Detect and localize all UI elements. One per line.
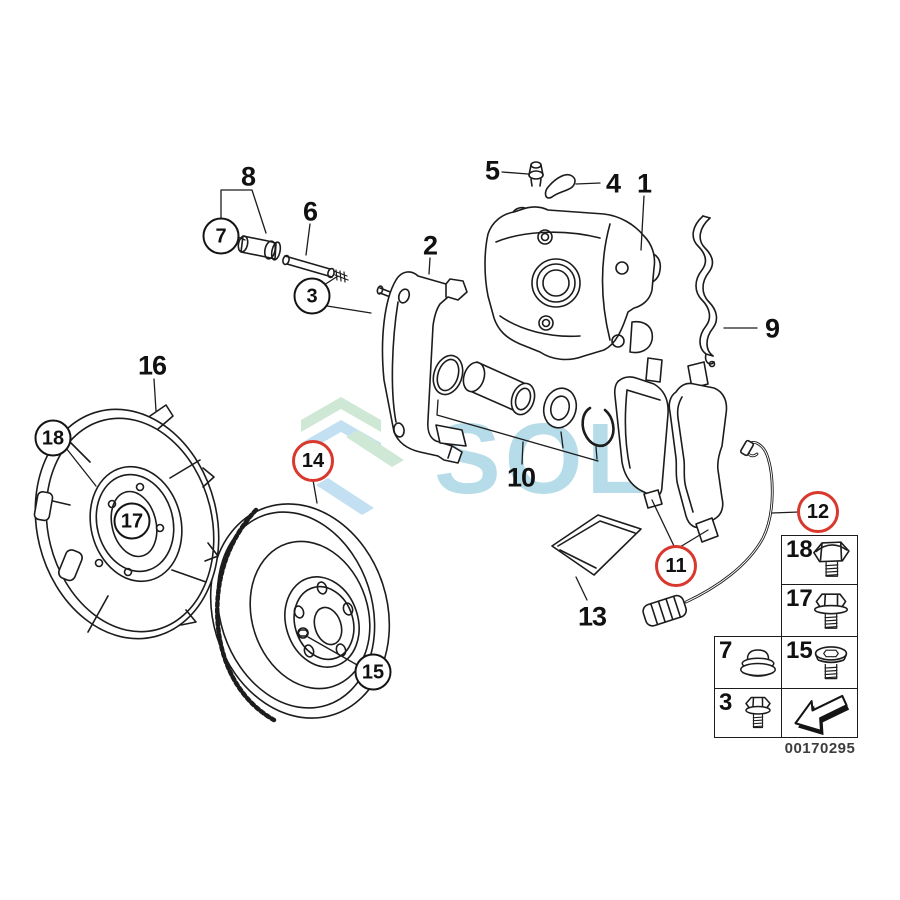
leader-lines <box>65 171 800 667</box>
callout-11: 11 <box>655 545 697 587</box>
dome-hex-bolt-icon <box>813 541 850 577</box>
guide-bushing-drawing <box>237 235 282 261</box>
small-hex-bolt-icon <box>744 696 771 729</box>
callout-17: 17 <box>113 502 151 540</box>
hex-flange-bolt-icon <box>813 592 849 629</box>
callout-7: 7 <box>202 217 240 255</box>
wear-sensor-drawing <box>642 439 774 627</box>
callout-15: 15 <box>354 653 392 691</box>
callout-10: 10 <box>506 462 536 493</box>
grease-packet-drawing <box>551 514 642 576</box>
legend-label-7: 7 <box>719 637 733 664</box>
watermark: SOL <box>301 397 648 515</box>
direction-arrow-icon <box>794 694 850 736</box>
brake-pads-drawing <box>613 357 728 543</box>
hub-bolt-drawing <box>297 627 309 639</box>
callout-8: 8 <box>240 161 256 192</box>
legend-cell-7: 7 <box>714 636 783 690</box>
grommet-plug-icon <box>739 648 776 677</box>
legend-label-18: 18 <box>786 536 813 563</box>
legend-label-17: 17 <box>786 584 813 612</box>
legend-cell-3: 3 <box>714 688 783 738</box>
retaining-clip-drawing <box>544 173 576 199</box>
legend-cell-arrow <box>781 688 858 738</box>
callout-18: 18 <box>34 419 72 457</box>
caliper-carrier-drawing <box>381 271 468 464</box>
callout-3: 3 <box>293 277 331 315</box>
legend-cell-18: 18 <box>781 535 858 585</box>
brake-disc-drawing <box>209 503 391 723</box>
callout-6: 6 <box>302 196 318 227</box>
callout-5: 5 <box>484 155 500 186</box>
legend-cell-15: 15 <box>781 636 858 690</box>
legend-cell-17: 17 <box>781 583 858 638</box>
callout-13: 13 <box>577 601 607 632</box>
drawing-number: 00170295 <box>784 740 856 757</box>
legend-label-15: 15 <box>786 637 813 664</box>
callout-14: 14 <box>292 440 334 482</box>
watermark-logo <box>301 397 404 515</box>
callout-9: 9 <box>764 313 780 344</box>
legend-label-3: 3 <box>719 689 733 716</box>
bleeder-screw-drawing <box>528 161 544 187</box>
callout-2: 2 <box>422 230 438 261</box>
brake-caliper-drawing <box>484 161 662 361</box>
callout-1: 1 <box>636 168 652 199</box>
callout-12: 12 <box>797 491 839 533</box>
callout-4: 4 <box>605 168 621 199</box>
piston-kit-drawing <box>432 354 615 448</box>
callout-16: 16 <box>137 350 167 381</box>
retaining-spring-drawing <box>692 215 718 368</box>
countersunk-socket-bolt-icon <box>814 645 848 679</box>
